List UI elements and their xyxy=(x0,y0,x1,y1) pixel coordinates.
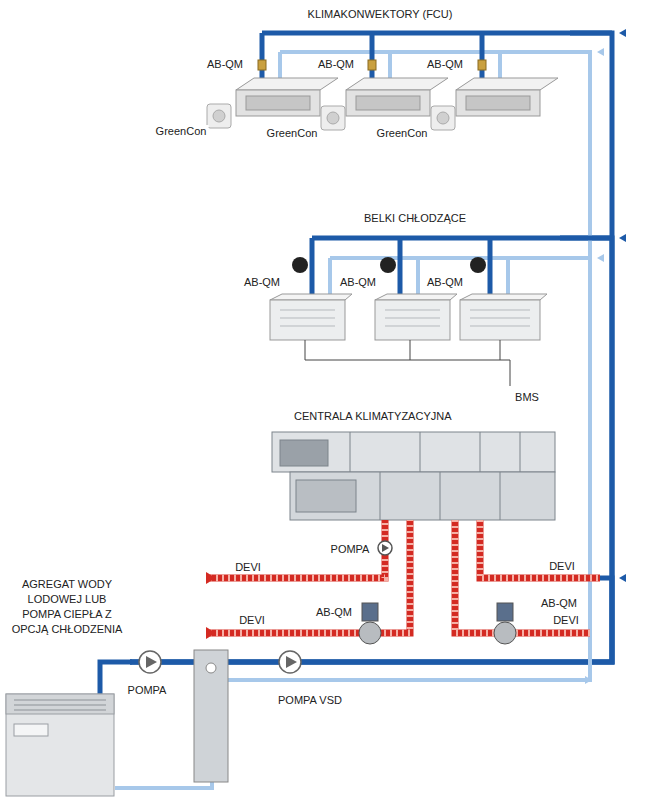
cable-label: DEVI xyxy=(551,614,581,626)
heated-pipes xyxy=(210,520,600,633)
supply-pipe xyxy=(130,526,612,662)
supply-pipe xyxy=(130,238,612,662)
balancing-valves xyxy=(359,603,516,644)
valve-label: AB-QM xyxy=(539,597,579,609)
cable-label: DEVI xyxy=(547,560,577,572)
fan-coil-units xyxy=(236,78,558,116)
component-group: AGREGAT WODY LODOWEJ LUB POMPA CIEPŁA Z … xyxy=(4,574,130,798)
group-heading: CENTRALA KLIMATYZACYJNA xyxy=(269,409,556,424)
valve-label: AB-QM xyxy=(205,58,245,70)
cable-label: DEVI xyxy=(237,614,267,626)
valve-label: AB-QM xyxy=(316,58,356,70)
thermostat-label: GreenCon xyxy=(375,127,430,139)
component-group: CENTRALA KLIMATYZACYJNA xyxy=(265,406,560,526)
chiller xyxy=(6,694,114,796)
pump-label: POMPA VSD xyxy=(276,694,344,706)
component-group: BELKI CHŁODZĄCE xyxy=(270,208,560,350)
air-handling-unit xyxy=(272,432,555,520)
group-heading: KLIMAKONWEKTORY (FCU) xyxy=(194,7,566,22)
group-heading: BELKI CHŁODZĄCE xyxy=(274,211,556,226)
valve-label: AB-QM xyxy=(425,276,465,288)
chilled-beams xyxy=(270,294,547,340)
hydraulic-separator xyxy=(194,650,228,782)
beam-actuators xyxy=(292,257,486,273)
pipe-ends xyxy=(206,572,216,639)
cable-label: DEVI xyxy=(233,561,263,573)
flow-arrows xyxy=(585,29,626,684)
valve-label: AB-QM xyxy=(314,606,354,618)
bms-label: BMS xyxy=(513,391,541,403)
valve-label: AB-QM xyxy=(425,58,465,70)
thermostat-label: GreenCon xyxy=(154,125,209,137)
bms-wire xyxy=(305,340,510,386)
pump-label: POMPA xyxy=(329,543,372,555)
pump-label: POMPA xyxy=(126,684,169,696)
supply-pipe xyxy=(130,33,612,662)
return-pipes xyxy=(115,52,590,788)
pumps xyxy=(139,651,301,673)
supply-pipes xyxy=(100,33,612,694)
valve-label: AB-QM xyxy=(242,276,282,288)
ahu-pump xyxy=(378,541,392,555)
thermostat-label: GreenCon xyxy=(265,127,320,139)
group-heading: AGREGAT WODY LODOWEJ LUB POMPA CIEPŁA Z … xyxy=(8,577,126,637)
valve-label: AB-QM xyxy=(338,276,378,288)
